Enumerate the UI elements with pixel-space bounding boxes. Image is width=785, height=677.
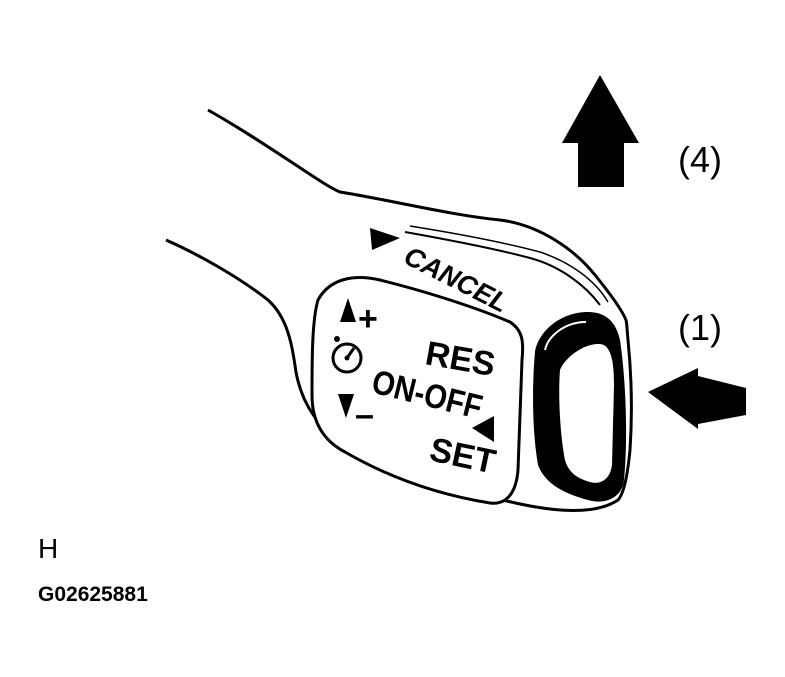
callout-1-label: (1) (678, 307, 722, 348)
up-arrow (562, 75, 639, 187)
up-triangle-icon (340, 298, 356, 322)
left-arrow (648, 368, 746, 429)
switch-face-panel (310, 276, 525, 505)
end-cap-rim (544, 321, 587, 351)
plus-label: + (358, 300, 378, 338)
end-cap-inner (559, 344, 614, 483)
cancel-pointer-icon (370, 228, 400, 250)
speedometer-icon (331, 336, 363, 374)
callout-4-label: (4) (678, 139, 722, 180)
figure-id: G02625881 (38, 583, 148, 606)
lever-top-edge (207, 108, 628, 321)
lever-ridge-line (404, 231, 601, 306)
left-triangle-icon (472, 416, 494, 442)
view-letter: H (38, 533, 59, 564)
lever-ridge-line-2 (409, 225, 609, 303)
minus-label: – (355, 396, 374, 434)
down-triangle-icon (338, 394, 354, 418)
